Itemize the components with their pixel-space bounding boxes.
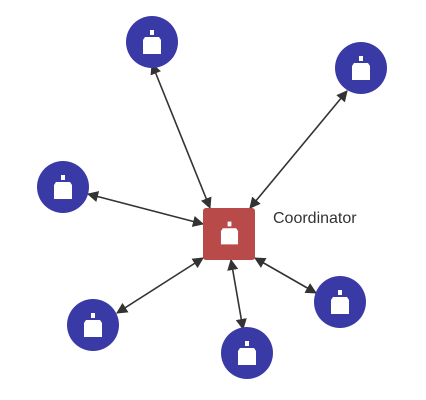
agent-bottom-edge (227, 258, 247, 331)
coordinator-label: Coordinator (273, 210, 357, 227)
agent-top-edge (150, 62, 212, 210)
agent-top-right-edge (249, 90, 348, 209)
agent-bottom-left-node[interactable] (67, 299, 119, 351)
agent-left-edge (86, 191, 205, 227)
agent-bottom-left-edge (116, 257, 204, 314)
agent-bottom-right-edge (254, 257, 317, 294)
agent-bottom-right-node[interactable] (314, 276, 366, 328)
agent-left-node[interactable] (37, 161, 89, 213)
agent-bottom-node[interactable] (221, 327, 273, 379)
coordinator-node[interactable] (203, 208, 255, 260)
agent-top-node[interactable] (126, 16, 178, 68)
agent-top-right-node[interactable] (335, 42, 387, 94)
connection-arrows (86, 62, 348, 331)
agent-nodes (37, 16, 387, 379)
